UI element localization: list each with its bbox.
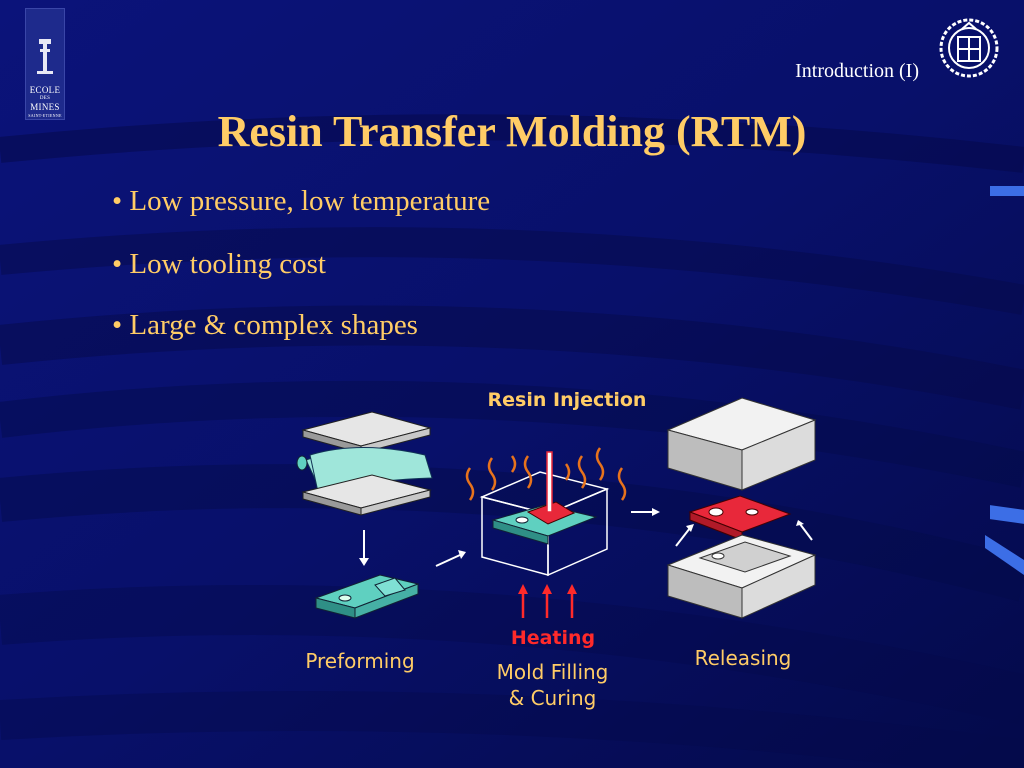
bullet-item: • Low pressure, low temperature [112,185,491,217]
logo-text-ecole: ECOLE [29,85,61,95]
heating-label: Heating [510,627,596,649]
slide-title: Resin Transfer Molding (RTM) [217,107,807,156]
bullet-item: • Low tooling cost [112,248,326,280]
school-logo-icon: ECOLE DES MINES SAINT-ETIENNE [25,8,65,120]
edge-accent [990,505,1024,524]
preforming-label: Preforming [305,649,415,673]
mold-filling-illustration [465,447,627,577]
logo-text-city: SAINT-ETIENNE [28,113,62,118]
edge-accent [990,186,1024,196]
releasing-label: Releasing [694,646,792,670]
logo-text-des: DES [39,96,51,101]
bullet-item: • Large & complex shapes [112,309,418,341]
right-arrow-icon [435,554,461,567]
curing-label: & Curing [508,686,597,710]
heating-arrows-icon [518,584,577,618]
releasing-illustration [666,397,817,619]
crest-emblem-icon [939,18,999,78]
edge-accent [985,535,1024,575]
torch-figure-icon [37,39,53,74]
preform-press-illustration [296,411,433,516]
mold-filling-label: Mold Filling [496,660,609,684]
rtm-process-diagram [296,397,817,619]
preform-part-illustration [314,574,420,619]
logo-text-mines: MINES [30,102,60,112]
section-label: Introduction (I) [795,60,919,82]
resin-injection-label: Resin Injection [487,389,647,411]
